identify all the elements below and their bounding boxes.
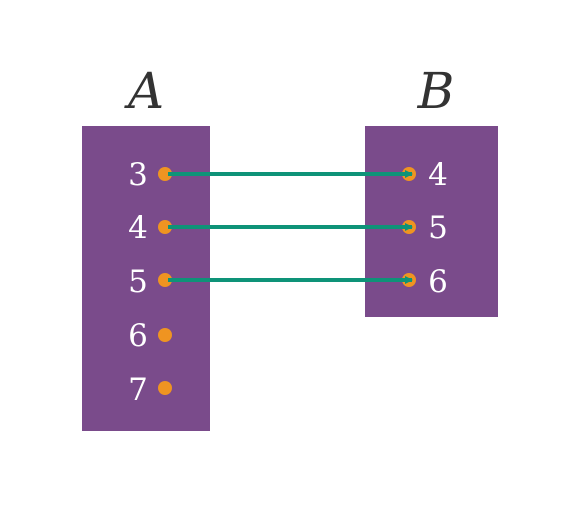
set-a-title: A [124, 62, 164, 120]
set-a-element-4: 4 [128, 210, 148, 246]
set-a-element-6: 6 [128, 318, 148, 354]
set-b-element-5: 5 [428, 210, 448, 246]
set-b-title: B [417, 62, 455, 120]
set-a-element-7: 7 [128, 372, 148, 408]
set-b-element-6: 6 [428, 264, 448, 300]
set-a-dot-3 [158, 167, 172, 181]
set-a-element-3: 3 [128, 157, 148, 193]
set-a-dot-4 [158, 220, 172, 234]
set-a-dot-7 [158, 381, 172, 395]
set-a-dot-5 [158, 273, 172, 287]
set-a-dot-6 [158, 328, 172, 342]
set-b-element-4: 4 [428, 157, 448, 193]
set-b-box [365, 126, 498, 317]
set-a-element-5: 5 [128, 264, 148, 300]
